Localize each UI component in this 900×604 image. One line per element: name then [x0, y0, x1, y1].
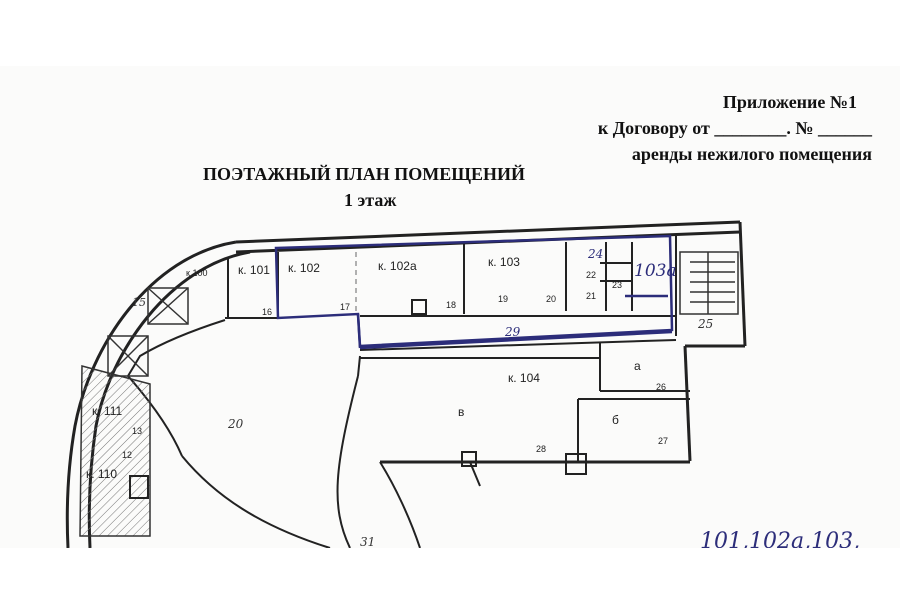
lease-line: аренды нежилого помещения	[631, 144, 872, 164]
number-13: 13	[132, 426, 142, 436]
number-20-lobby: 20	[227, 417, 244, 431]
floor-plan: к.100 к. 101 к. 102 к. 102а к. 103 к. 10…	[65, 220, 860, 548]
room-label-k104: к. 104	[508, 371, 540, 385]
top-margin	[0, 0, 900, 66]
hatched-rooms	[79, 365, 151, 537]
plan-floor: 1 этаж	[344, 190, 397, 210]
handwritten-room-id: 103а	[634, 261, 677, 281]
plan-title: ПОЭТАЖНЫЙ ПЛАН ПОМЕЩЕНИЙ	[203, 164, 525, 184]
interior-walls	[225, 236, 690, 462]
stair-right	[679, 251, 739, 315]
lobby-walls	[126, 319, 481, 548]
columns	[411, 299, 587, 475]
number-16: 16	[262, 307, 272, 317]
number-21: 21	[586, 291, 596, 301]
appendix-title: Приложение №1	[722, 92, 857, 112]
room-label-k111: к. 111	[92, 404, 122, 418]
room-label-b: б	[612, 413, 619, 427]
room-label-k110: к. 110	[86, 467, 117, 481]
number-19: 19	[498, 294, 508, 304]
number-22: 22	[586, 270, 596, 280]
rented-area-outline	[274, 234, 674, 350]
stair-left	[107, 287, 189, 377]
room-label-k100: к.100	[186, 268, 207, 278]
bottom-margin	[0, 548, 900, 604]
handwritten-room-list: 101,102а,103,	[700, 529, 860, 548]
number-29: 29	[504, 325, 521, 339]
number-20: 20	[546, 294, 556, 304]
number-28: 28	[536, 444, 546, 454]
number-15: 15	[132, 296, 146, 309]
room-label-k103: к. 103	[488, 255, 520, 269]
room-label-k102: к. 102	[288, 261, 320, 275]
number-27: 27	[658, 436, 668, 446]
number-31: 31	[360, 535, 375, 548]
number-17: 17	[340, 302, 350, 312]
number-12: 12	[122, 450, 132, 460]
room-label-k102a: к. 102а	[378, 259, 417, 273]
number-24: 24	[587, 247, 603, 261]
number-25: 25	[697, 317, 713, 331]
contract-line: к Договору от ________. № ______	[597, 118, 872, 138]
room-label-v: в	[458, 405, 464, 419]
number-23: 23	[612, 280, 622, 290]
room-label-a: а	[634, 359, 641, 373]
document-sheet: Приложение №1 к Договору от ________. № …	[0, 66, 900, 548]
room-label-k101: к. 101	[238, 263, 270, 277]
number-26: 26	[656, 382, 666, 392]
number-18: 18	[446, 300, 456, 310]
